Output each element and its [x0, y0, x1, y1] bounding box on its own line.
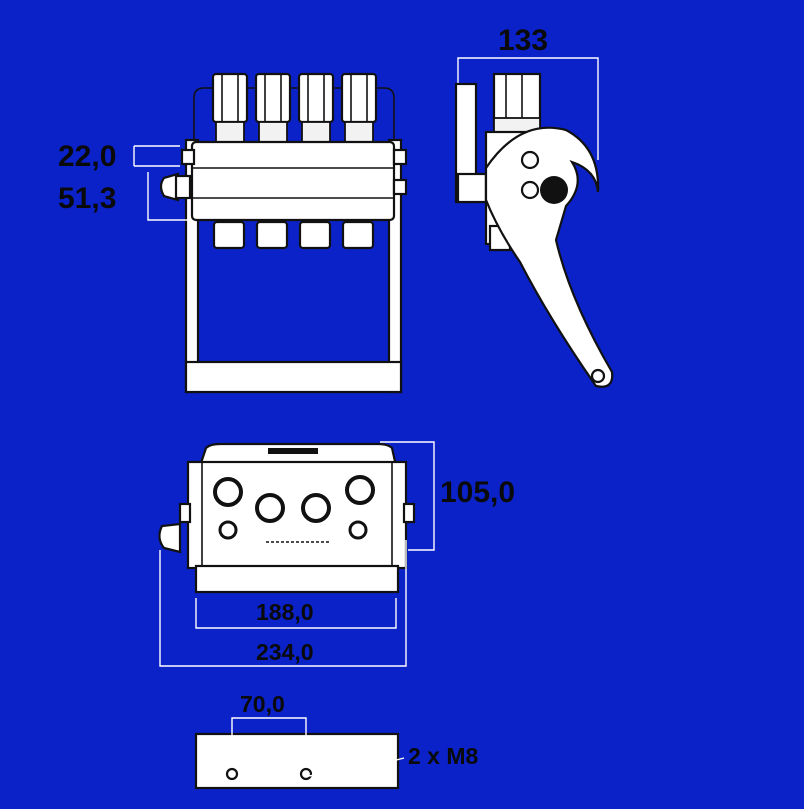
dim-line-70 — [231, 717, 307, 766]
frame-bottom-bar — [184, 360, 403, 394]
front-view-valve-block: 22,0 51,3 — [58, 72, 408, 394]
top-nut-1 — [215, 121, 245, 143]
port-b1 — [255, 493, 285, 523]
top-fitting-4 — [340, 72, 378, 124]
face-left-stud — [178, 502, 192, 524]
right-stud-bottom — [392, 178, 408, 196]
dim-label-234: 234,0 — [256, 639, 314, 665]
face-bottom-plate — [194, 564, 400, 594]
left-stud — [180, 148, 196, 166]
port-small-right — [348, 520, 368, 540]
lever-knob — [159, 172, 180, 202]
mount-hole-right — [299, 767, 313, 781]
dim-line-188 — [195, 598, 397, 629]
dim-label-70: 70,0 — [240, 691, 285, 717]
top-fitting-1 — [211, 72, 249, 124]
top-nut-3 — [301, 121, 331, 143]
pivot-hole-top — [520, 150, 540, 170]
port-b2 — [301, 493, 331, 523]
face-top-slot — [268, 448, 318, 454]
dim-label-22: 22,0 — [58, 140, 116, 173]
dim-label-188: 188,0 — [256, 599, 314, 625]
face-block — [186, 460, 408, 570]
dim-label-105: 105,0 — [440, 476, 515, 509]
lever-shaft — [174, 174, 192, 200]
bottom-fittings — [212, 220, 375, 250]
bottom-fitting-2 — [255, 220, 289, 250]
top-nut-4 — [344, 121, 374, 143]
bottom-fitting-4 — [341, 220, 375, 250]
lever-hook — [484, 126, 614, 388]
thread-label: 2 x M8 — [408, 743, 479, 769]
dim-line-22 — [133, 145, 180, 167]
dim-line-105 — [380, 441, 435, 551]
dim-line-51 — [147, 172, 190, 221]
main-valve-block — [190, 140, 396, 222]
side-view-valve-block: 133 — [454, 24, 614, 388]
bottom-fitting-3 — [298, 220, 332, 250]
mounting-plate-view: 70,0 2 x M8 — [194, 691, 479, 790]
dim-label-51: 51,3 — [58, 182, 116, 215]
pivot-cam — [540, 176, 568, 204]
mounting-plate — [194, 732, 400, 790]
top-fitting-2 — [254, 72, 292, 124]
pivot-hole-mid — [520, 180, 540, 200]
face-view-valve-block: 105,0 188,0 234,0 — [158, 441, 515, 667]
dim-label-133: 133 — [498, 24, 548, 57]
frame-top-arc — [193, 87, 395, 140]
face-right-stud — [402, 502, 416, 524]
side-base-block — [456, 172, 488, 204]
port-small-left — [218, 520, 238, 540]
leader-line-m8 — [307, 757, 405, 777]
lever-end-hole — [590, 368, 606, 384]
right-stud-top — [392, 148, 408, 166]
bottom-fitting-1 — [212, 220, 246, 250]
face-lever-knob — [158, 522, 182, 554]
top-fitting-3 — [297, 72, 335, 124]
port-a1 — [213, 477, 243, 507]
dim-line-234 — [159, 540, 407, 667]
mount-hole-left — [225, 767, 239, 781]
face-top-cap — [198, 442, 398, 468]
top-fittings — [211, 72, 378, 143]
top-nut-2 — [258, 121, 288, 143]
port-a2 — [345, 475, 375, 505]
